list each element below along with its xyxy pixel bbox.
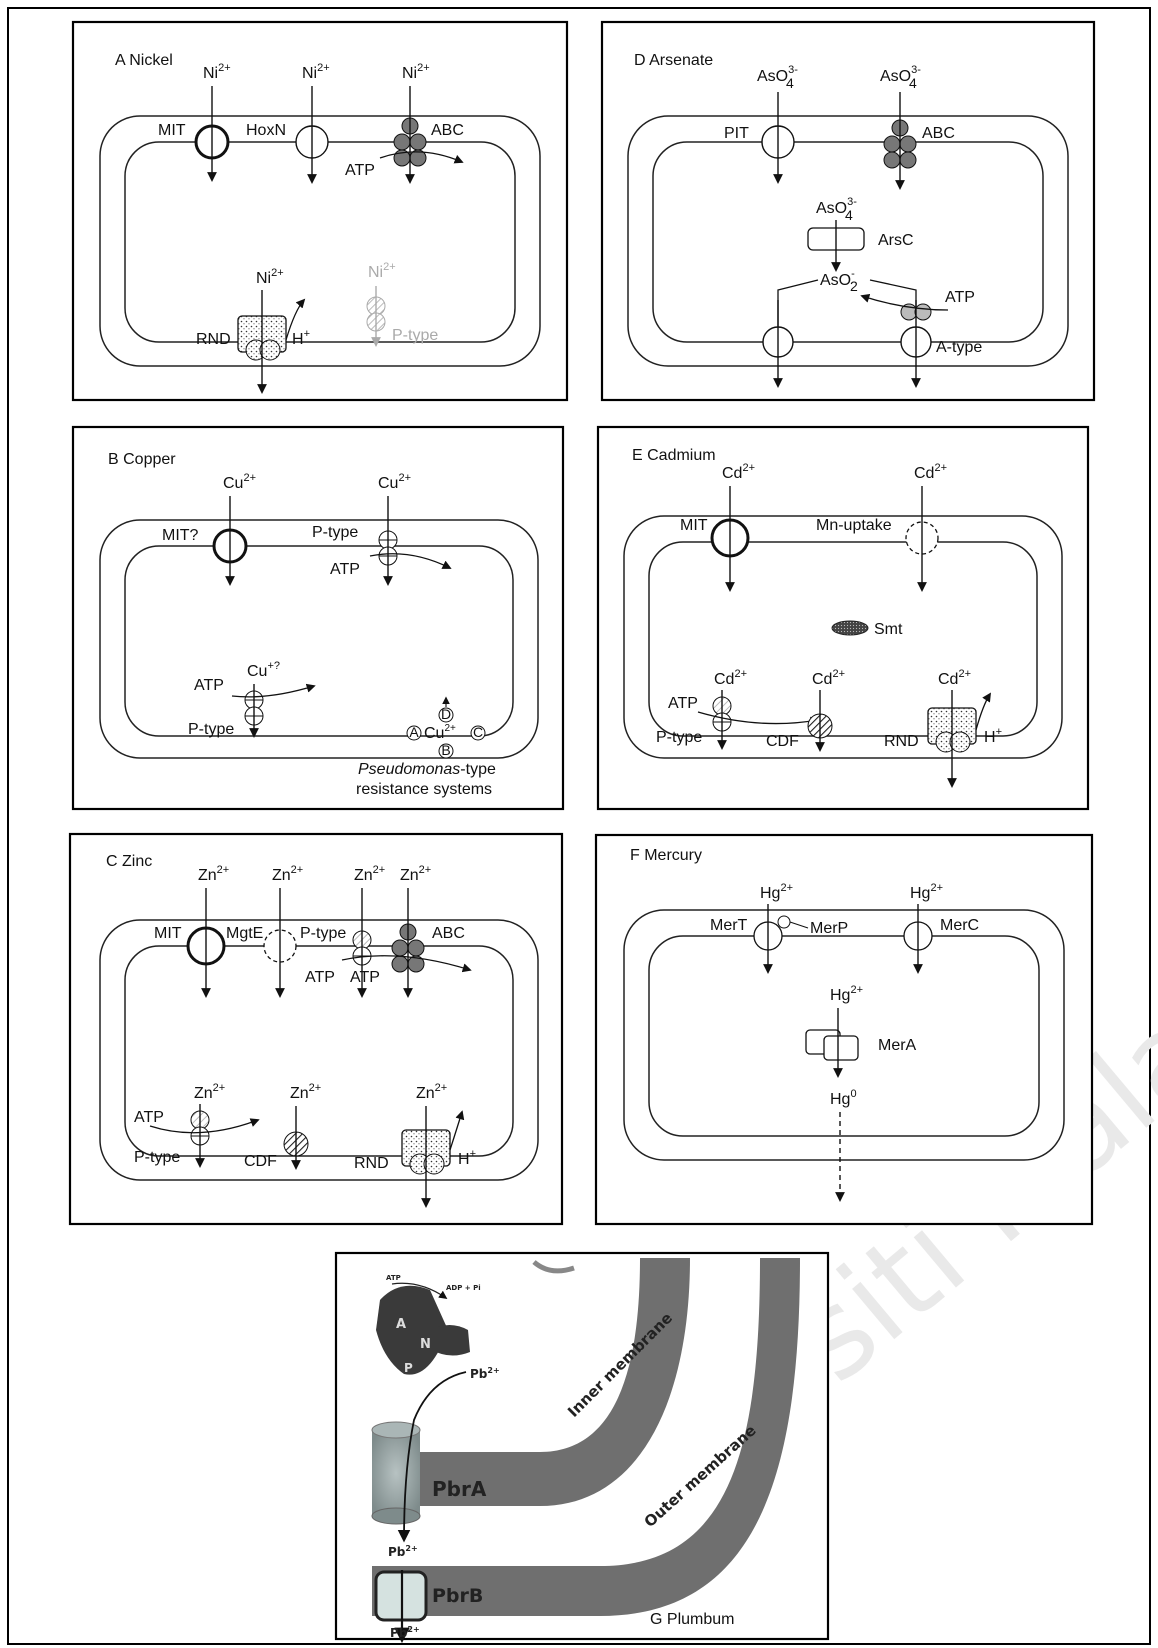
panel-e-smt-label: Smt	[874, 621, 903, 638]
panel-c-atp-label-2: ATP	[350, 969, 380, 986]
panel-a-atp-label: ATP	[345, 162, 375, 179]
panel-g-domain-p: P	[404, 1361, 413, 1375]
panel-g-domain-n: N	[420, 1337, 431, 1352]
panel-d-title: D Arsenate	[634, 52, 713, 69]
panel-b-resistance-label: resistance systems	[356, 781, 492, 798]
panel-f-title: F Mercury	[630, 847, 702, 864]
panel-c-ptype-top-label: P-type	[300, 925, 346, 942]
panel-g-atpase-n-extension	[430, 1325, 470, 1356]
panel-d-pit-label: PIT	[724, 125, 749, 142]
panel-d-asenate-2-sub: 4	[909, 75, 917, 91]
panel-a-mit-label: MIT	[158, 122, 186, 139]
svg-text:C: C	[473, 724, 483, 740]
panel-a-hoxn-label: HoxN	[246, 122, 286, 139]
svg-text:B: B	[441, 742, 450, 758]
panel-g-atp: ATP	[386, 1274, 401, 1282]
panel-g-pbra-cylinder	[372, 1430, 420, 1516]
panel-b-copper: B Copper Cu2+ Cu2+ MIT? P-type ATP Cu+? …	[73, 427, 563, 809]
panel-d-arsc-label: ArsC	[878, 232, 914, 249]
panel-c-rnd-label: RND	[354, 1155, 389, 1172]
panel-d-arsenite-sub: 2	[850, 278, 858, 294]
panel-b-atp-top-label: ATP	[330, 561, 360, 578]
panel-c-atp-bottom-label: ATP	[134, 1109, 164, 1126]
svg-text:A: A	[409, 724, 419, 740]
panel-e-cdf-label: CDF	[766, 733, 799, 750]
panel-f-mert-label: MerT	[710, 917, 748, 934]
panel-d-atp-label: ATP	[945, 289, 975, 306]
panel-b-atp-bottom-label: ATP	[194, 677, 224, 694]
panel-g-pbra-label: PbrA	[432, 1477, 487, 1501]
panel-a-title: A Nickel	[115, 52, 173, 69]
panel-c-atp-label-1: ATP	[305, 969, 335, 986]
panel-d-asenate-3-sub: 4	[845, 207, 853, 223]
panel-c-ptype-bottom-label: P-type	[134, 1149, 180, 1166]
panel-f-mercury: F Mercury Hg2+ Hg2+ MerT MerP MerC Hg2+ …	[596, 835, 1092, 1224]
panel-e-frame	[598, 427, 1088, 809]
panel-a-nickel: A Nickel Ni2+ Ni2+ Ni2+ MIT HoxN ABC ATP…	[73, 22, 567, 400]
panel-e-title: E Cadmium	[632, 447, 716, 464]
panel-a-ptype-label: P-type	[392, 327, 438, 344]
svg-text:D: D	[441, 706, 451, 722]
panel-f-mera-label: MerA	[878, 1037, 917, 1054]
panel-e-cadmium: E Cadmium Cd2+ Cd2+ MIT Mn-uptake Smt Cd…	[598, 427, 1088, 809]
panel-f-frame	[596, 835, 1092, 1224]
panel-b-frame	[73, 427, 563, 809]
panel-a-rnd-label: RND	[196, 331, 231, 348]
panel-c-abc-label: ABC	[432, 925, 465, 942]
panel-f-merp-label: MerP	[810, 920, 848, 937]
panel-c-zinc: C Zinc Zn2+ Zn2+ Zn2+ Zn2+ MIT MgtE P-ty…	[70, 834, 562, 1224]
panel-f-merp-protein	[778, 916, 790, 928]
panel-a-abc-label: ABC	[431, 122, 464, 139]
panel-g-pbra-bottom	[372, 1508, 420, 1524]
panel-b-title: B Copper	[108, 451, 176, 468]
panel-a-frame	[73, 22, 567, 400]
panel-d-asenate-1-sub: 4	[786, 75, 794, 91]
panel-c-title: C Zinc	[106, 853, 152, 870]
panel-e-smt-protein	[832, 621, 868, 635]
panel-e-atp-label: ATP	[668, 695, 698, 712]
panel-c-mgte-label: MgtE	[226, 925, 263, 942]
panel-g-domain-a: A	[396, 1317, 406, 1332]
panel-e-ptype-label: P-type	[656, 729, 702, 746]
panel-g-plumbum: A N P ATP ADP + Pi Pb2+ Pb2+ PbrA PbrB P…	[336, 1253, 828, 1640]
panel-f-merc-label: MerC	[940, 917, 979, 934]
panel-b-ptype-bottom-label: P-type	[188, 721, 234, 738]
panel-b-ptype-top-label: P-type	[312, 524, 358, 541]
panel-b-pseudomonas-label: Pseudomonas-type	[358, 761, 496, 778]
panel-d-abc-label: ABC	[922, 125, 955, 142]
panel-g-pbrb-label: PbrB	[432, 1585, 483, 1607]
panel-b-mit-label: MIT?	[162, 527, 199, 544]
panel-d-atype-label: A-type	[936, 339, 982, 356]
panel-c-mit-label: MIT	[154, 925, 182, 942]
panel-e-mn-label: Mn-uptake	[816, 517, 892, 534]
panel-e-rnd-label: RND	[884, 733, 919, 750]
panel-e-mit-label: MIT	[680, 517, 708, 534]
panel-g-adp: ADP + Pi	[446, 1284, 481, 1292]
panel-c-cdf-label: CDF	[244, 1153, 277, 1170]
panel-g-title: G Plumbum	[650, 1611, 734, 1628]
panel-d-arsenate: D Arsenate AsO3- 4 AsO3- 4 PIT ABC AsO3-…	[602, 22, 1094, 400]
